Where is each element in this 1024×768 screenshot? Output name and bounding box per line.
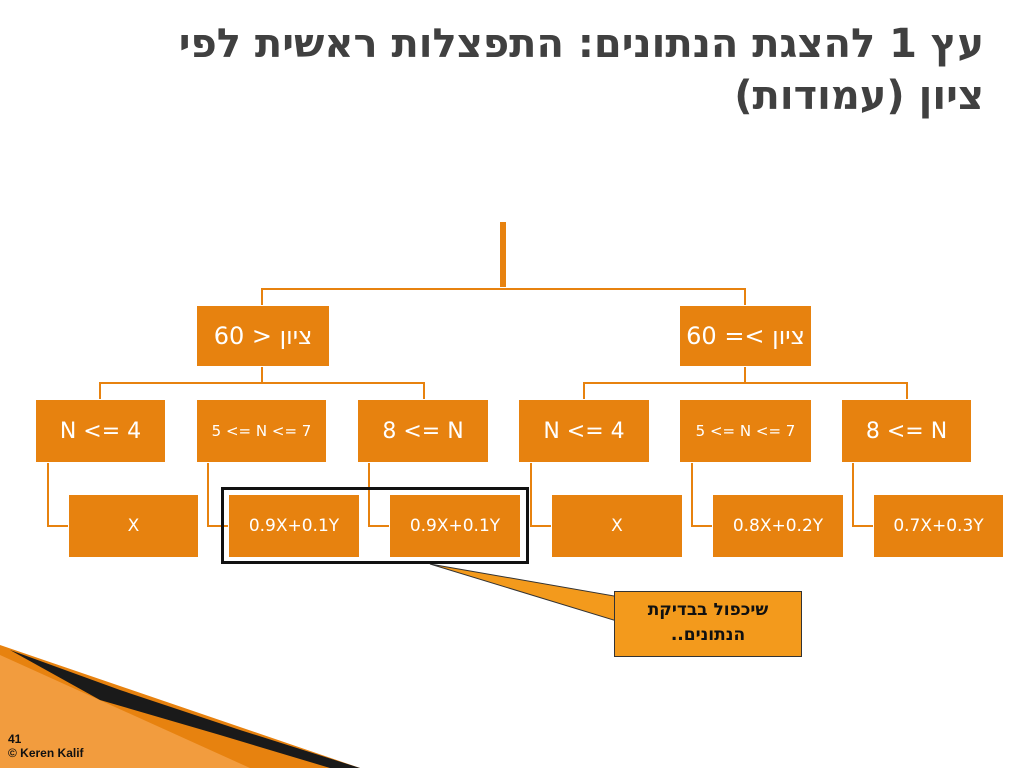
node-grade-60-and-above: ציון >= 60: [679, 305, 812, 367]
node-n-ge-8-left: 8 <= N: [357, 399, 489, 463]
corner-decoration-light: [0, 655, 250, 768]
root-branch: [261, 288, 746, 305]
node-grade-below-60: ציון < 60: [196, 305, 330, 367]
node-n-ge-8-right: 8 <= N: [841, 399, 972, 463]
left-branch: [99, 382, 425, 399]
slide-title: עץ 1 להצגת הנתונים: התפצלות ראשית לפי צי…: [24, 18, 984, 122]
leaf-formula-6: 0.7X+0.3Y: [873, 494, 1004, 558]
slide-footer: 41 © Keren Kalif: [8, 732, 84, 760]
node-n-le-4-right: N <= 4: [518, 399, 650, 463]
callout-line1: שיכפול בבדיקת: [647, 600, 769, 620]
node-n-5-to-7-left: 5 <= N <= 7: [196, 399, 327, 463]
leaf-formula-2: 0.9X+0.1Y: [228, 494, 360, 558]
duplication-highlight-frame: [221, 487, 529, 564]
slide-title-line2: ציון (עמודות): [734, 73, 984, 119]
copyright-text: © Keren Kalif: [8, 746, 84, 760]
leaf-formula-4: X: [551, 494, 683, 558]
node-n-5-to-7-right: 5 <= N <= 7: [679, 399, 812, 463]
slide-title-line1: עץ 1 להצגת הנתונים: התפצלות ראשית לפי: [178, 21, 984, 67]
leaf-formula-1: X: [68, 494, 199, 558]
callout-line2: הנתונים..: [670, 625, 746, 645]
slide-number: 41: [8, 732, 22, 746]
duplication-callout: שיכפול בבדיקת הנתונים..: [614, 591, 802, 657]
leaf-formula-5: 0.8X+0.2Y: [712, 494, 844, 558]
node-n-le-4-left: N <= 4: [35, 399, 166, 463]
leaf-formula-3: 0.9X+0.1Y: [389, 494, 521, 558]
callout-pointer: [429, 563, 621, 623]
right-branch: [583, 382, 908, 399]
